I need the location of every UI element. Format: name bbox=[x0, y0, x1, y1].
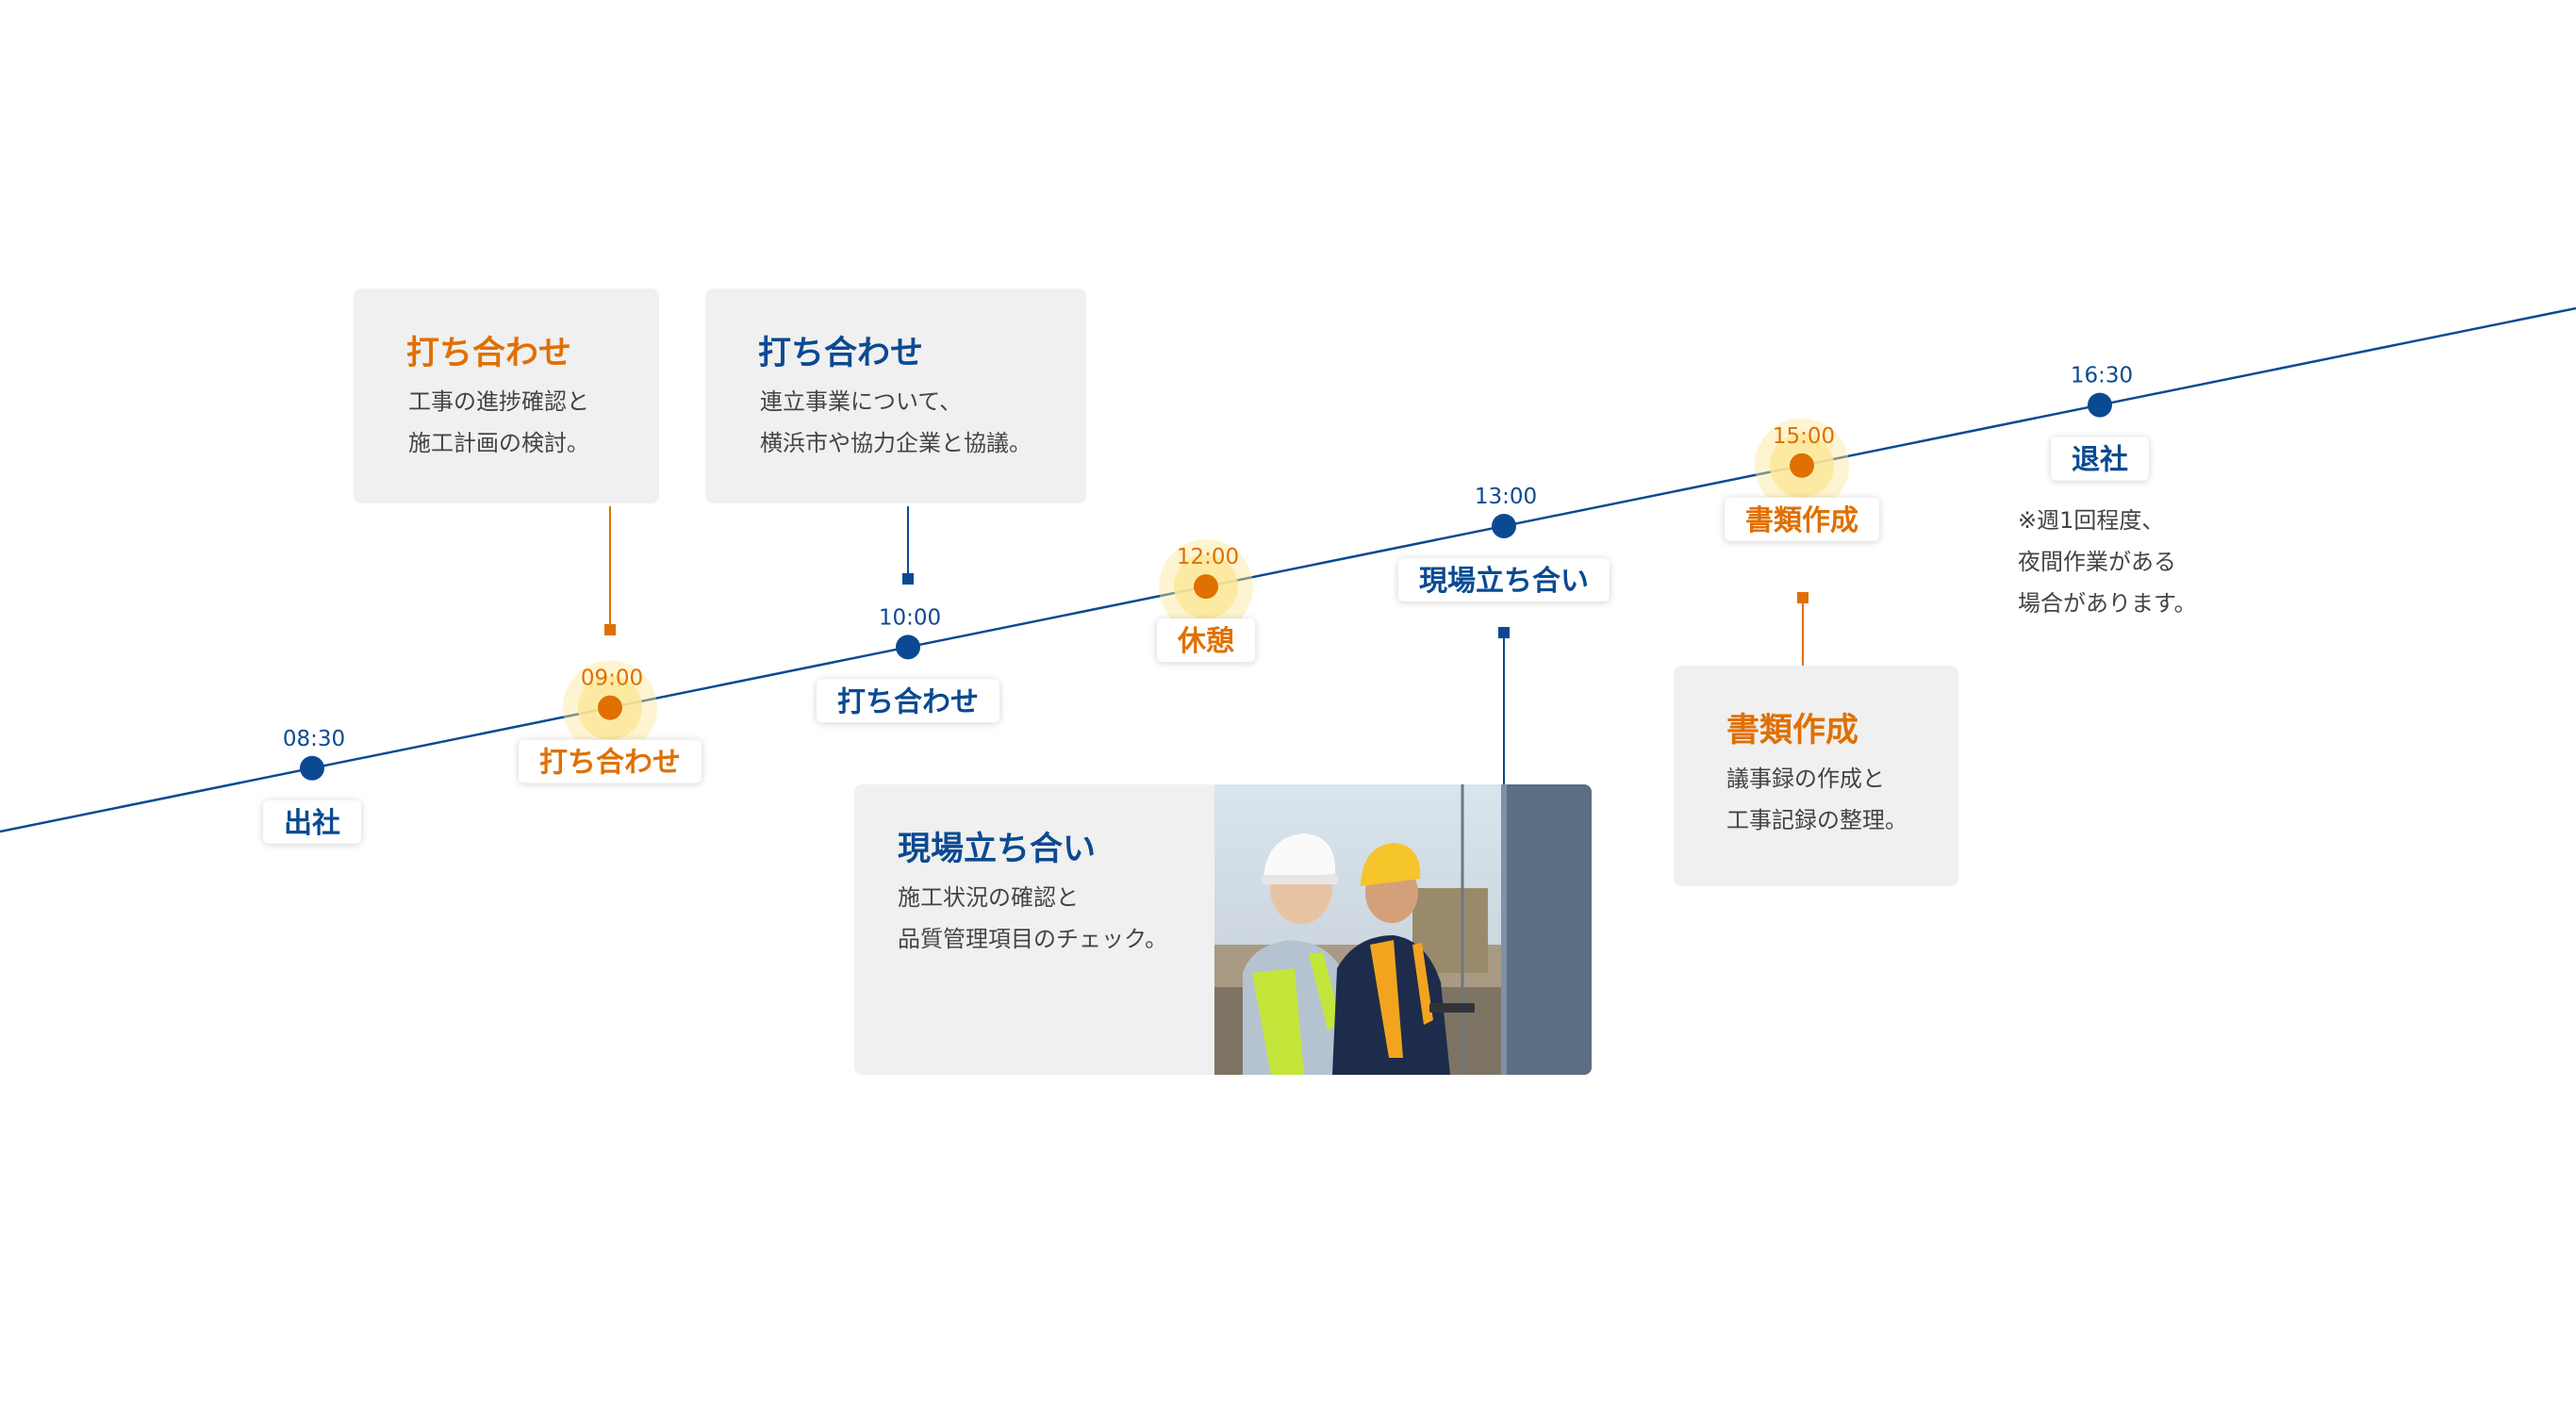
event-label-pill bbox=[1725, 497, 1879, 541]
leave-note: ※週1回程度、 夜間作業がある 場合があります。 bbox=[2018, 500, 2197, 624]
timeline-event: 13:00 現場立ち合い bbox=[1398, 485, 1610, 602]
event-label: 退社 bbox=[2072, 444, 2128, 477]
timeline-event: 12:00 休憩 bbox=[1157, 539, 1255, 663]
card-body: 議事録の作成と 工事記録の整理。 bbox=[1726, 758, 1907, 841]
card-title: 打ち合わせ bbox=[758, 335, 924, 372]
event-node bbox=[1790, 453, 1814, 478]
card-line: 工事記録の整理。 bbox=[1726, 807, 1907, 833]
card-line: 連立事業について、 bbox=[760, 388, 963, 415]
event-node bbox=[598, 695, 622, 720]
event-time: 12:00 bbox=[1177, 545, 1239, 569]
card-line: 施工計画の検討。 bbox=[408, 430, 589, 456]
card-body: 工事の進捗確認と 施工計画の検討。 bbox=[408, 381, 589, 464]
event-label-pill bbox=[519, 739, 702, 783]
card-body: 施工状況の確認と 品質管理項目のチェック。 bbox=[898, 877, 1167, 960]
event-time: 09:00 bbox=[581, 667, 643, 691]
timeline-event: 09:00 打ち合わせ bbox=[519, 660, 702, 783]
event-time: 16:30 bbox=[2071, 364, 2133, 388]
event-node bbox=[896, 635, 920, 660]
site-visit-photo bbox=[1214, 784, 1592, 1075]
event-label: 出社 bbox=[284, 807, 340, 840]
connector-end-site-visit bbox=[1498, 627, 1510, 638]
card-line: 工事の進捗確認と bbox=[408, 388, 589, 415]
note-line: ※週1回程度、 bbox=[2018, 507, 2165, 534]
event-node bbox=[300, 755, 324, 781]
card-meeting-orange: 打ち合わせ 工事の進捗確認と 施工計画の検討。 bbox=[354, 288, 659, 503]
event-time: 10:00 bbox=[879, 605, 941, 630]
card-meeting-blue: 打ち合わせ 連立事業について、 横浜市や協力企業と協議。 bbox=[705, 288, 1086, 503]
event-node bbox=[2088, 392, 2112, 418]
event-label-pill bbox=[2051, 437, 2149, 481]
event-node bbox=[1492, 513, 1516, 538]
timeline-event: 16:30 退社 bbox=[2051, 364, 2149, 481]
event-label-pill bbox=[817, 679, 999, 723]
timeline-event: 08:30 出社 bbox=[263, 727, 361, 844]
card-body: 連立事業について、 横浜市や協力企業と協議。 bbox=[760, 381, 1032, 464]
note-line: 場合があります。 bbox=[2018, 590, 2197, 617]
card-title: 打ち合わせ bbox=[406, 335, 572, 372]
card-title: 現場立ち合い bbox=[898, 831, 1097, 868]
timeline-line bbox=[0, 306, 2576, 833]
event-time: 08:30 bbox=[283, 727, 345, 751]
event-label-pill bbox=[263, 799, 361, 844]
event-time: 15:00 bbox=[1773, 424, 1835, 449]
card-connectors bbox=[604, 506, 1808, 784]
card-line: 施工状況の確認と bbox=[898, 884, 1079, 911]
event-label-pill bbox=[1157, 618, 1255, 663]
event-time: 13:00 bbox=[1475, 485, 1537, 509]
event-label-pill bbox=[1398, 557, 1610, 602]
card-documents: 書類作成 議事録の作成と 工事記録の整理。 bbox=[1674, 666, 1958, 886]
event-label: 現場立ち合い bbox=[1419, 565, 1589, 598]
connector-end-meeting-orange bbox=[604, 624, 616, 635]
connector-end-meeting-blue bbox=[902, 573, 914, 585]
card-line: 品質管理項目のチェック。 bbox=[898, 926, 1168, 952]
card-line: 議事録の作成と bbox=[1726, 766, 1885, 792]
card-title: 書類作成 bbox=[1726, 712, 1859, 750]
card-line: 横浜市や協力企業と協議。 bbox=[760, 430, 1032, 456]
timeline-events: 08:30 出社 09:00 打ち合わせ 10:00 打ち合わせ 12:00 休憩 13:00 現… bbox=[263, 364, 2149, 844]
timeline-event: 15:00 書類作成 bbox=[1725, 418, 1879, 541]
event-node bbox=[1194, 574, 1218, 600]
workers-illustration bbox=[1214, 784, 1592, 1075]
event-label: 休憩 bbox=[1177, 625, 1234, 658]
note-line: 夜間作業がある bbox=[2018, 549, 2176, 575]
event-label: 打ち合わせ bbox=[837, 685, 979, 718]
timeline-event: 10:00 打ち合わせ bbox=[817, 605, 999, 723]
event-label: 書類作成 bbox=[1745, 504, 1858, 537]
connector-end-documents bbox=[1797, 592, 1808, 603]
event-label: 打ち合わせ bbox=[539, 747, 681, 780]
